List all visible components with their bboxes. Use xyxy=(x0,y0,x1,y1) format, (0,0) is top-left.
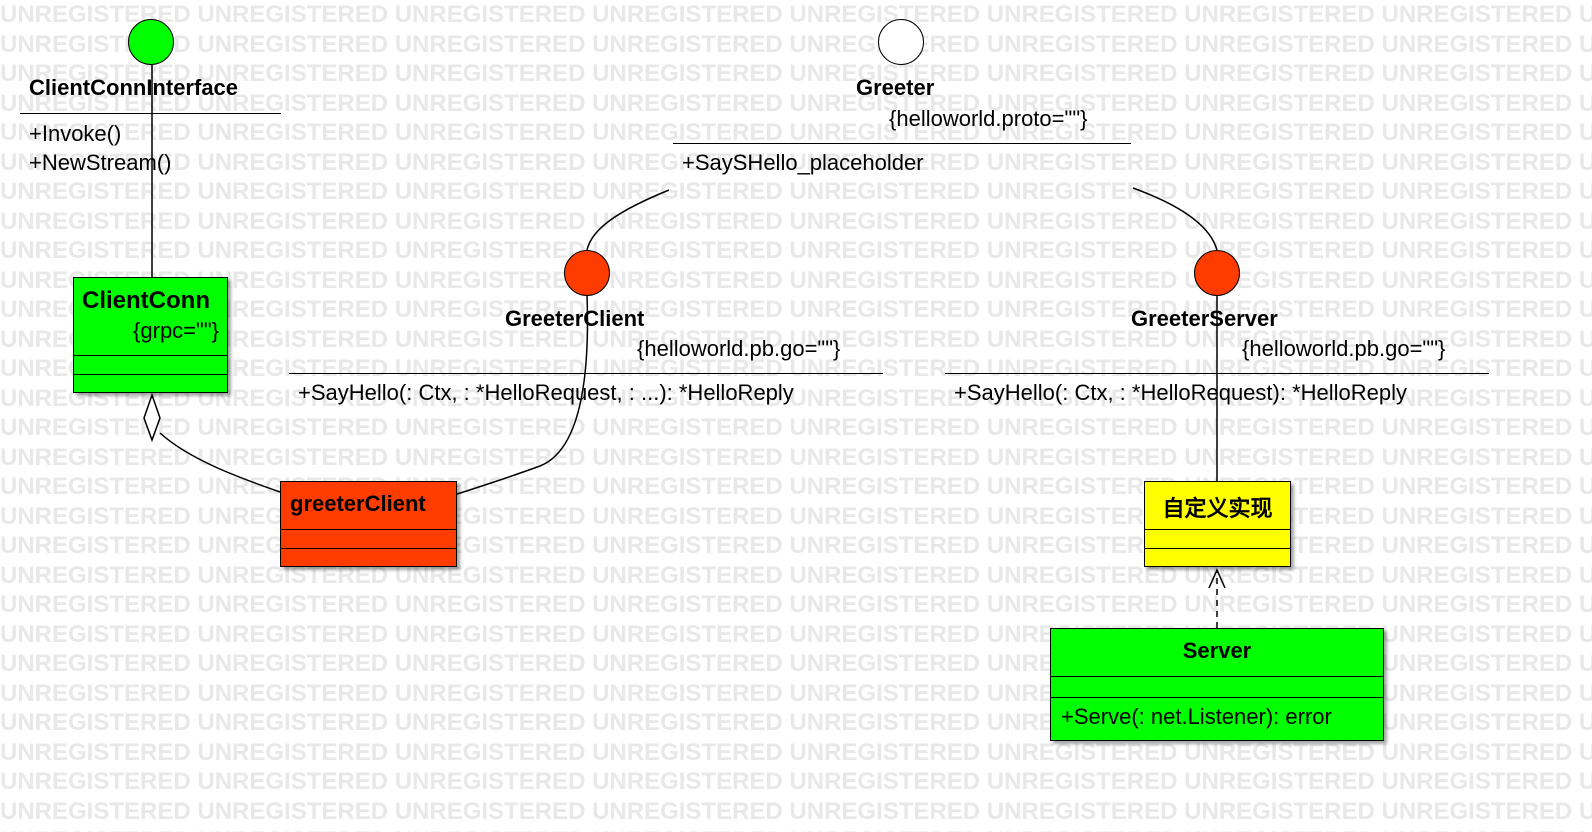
greeterclient-interface-name: GreeterClient xyxy=(505,306,645,331)
greeterserver-interface-tag: {helloworld.pb.go=""} xyxy=(1242,336,1446,361)
greeterclient-impl-class[interactable]: greeterClient xyxy=(280,481,457,567)
custom-impl-attributes xyxy=(1145,529,1290,548)
greeterclient-impl-operations xyxy=(281,548,456,565)
link-greeter-to-greeterclient xyxy=(586,189,670,251)
greeter-tag: {helloworld.proto=""} xyxy=(889,106,1088,131)
greeter-interface-icon xyxy=(878,19,924,65)
greeterserver-interface-name: GreeterServer xyxy=(1131,306,1278,331)
clientconn-operations xyxy=(74,374,227,391)
greeterserver-interface-divider xyxy=(945,373,1489,374)
server-class[interactable]: Server +Serve(: net.Listener): error xyxy=(1050,628,1384,741)
clientconninterface-name: ClientConnInterface xyxy=(29,75,239,100)
greeter-divider xyxy=(673,143,1131,144)
greeterserver-interface-icon xyxy=(1194,250,1240,296)
greeter-operation-sayhello: +SaySHello_placeholder xyxy=(682,150,924,176)
server-operations: +Serve(: net.Listener): error xyxy=(1051,697,1383,740)
custom-impl-operations xyxy=(1145,548,1290,565)
clientconninterface-divider xyxy=(20,113,281,114)
greeterserver-interface-operation-sayhello: +SayHello(: Ctx, : *HelloRequest): *Hell… xyxy=(954,380,1408,405)
custom-impl-name: 自定义实现 xyxy=(1162,496,1273,521)
aggregation-diamond xyxy=(143,392,161,443)
custom-impl-class[interactable]: 自定义实现 xyxy=(1144,481,1291,567)
custom-impl-header: 自定义实现 xyxy=(1145,482,1290,529)
server-attributes xyxy=(1051,676,1383,697)
link-greeter-to-greeterserver xyxy=(1132,187,1218,251)
clientconn-tag: {grpc=""} xyxy=(133,318,219,343)
clientconninterface-interface-icon xyxy=(128,19,174,65)
clientconn-class[interactable]: ClientConn {grpc=""} xyxy=(73,277,228,393)
server-name: Server xyxy=(1182,638,1252,663)
clientconninterface-operation-invoke: +Invoke() xyxy=(29,121,122,146)
greeterclient-impl-attributes xyxy=(281,529,456,548)
greeterclient-interface-tag: {helloworld.pb.go=""} xyxy=(637,336,841,361)
greeterclient-impl-header: greeterClient xyxy=(281,482,456,529)
clientconn-header: ClientConn {grpc=""} xyxy=(74,278,227,355)
greeterclient-interface-divider xyxy=(289,373,883,374)
greeterclient-interface-operation-sayhello: +SayHello(: Ctx, : *HelloRequest, : ...)… xyxy=(298,380,794,405)
clientconn-name: ClientConn xyxy=(82,287,210,314)
clientconninterface-operation-newstream: +NewStream() xyxy=(29,150,172,175)
server-operation-serve: +Serve(: net.Listener): error xyxy=(1061,704,1332,729)
aggregation-clientconn-greeterclient xyxy=(159,432,281,493)
greeterclient-interface-icon xyxy=(564,250,610,296)
server-header: Server xyxy=(1051,629,1383,676)
greeterclient-impl-name: greeterClient xyxy=(290,491,426,516)
dependency-arrowhead xyxy=(1208,568,1226,589)
clientconn-attributes xyxy=(74,355,227,374)
greeter-name: Greeter xyxy=(856,75,935,100)
greeter-operation-text: +SaySHello_placeholder xyxy=(682,150,924,175)
